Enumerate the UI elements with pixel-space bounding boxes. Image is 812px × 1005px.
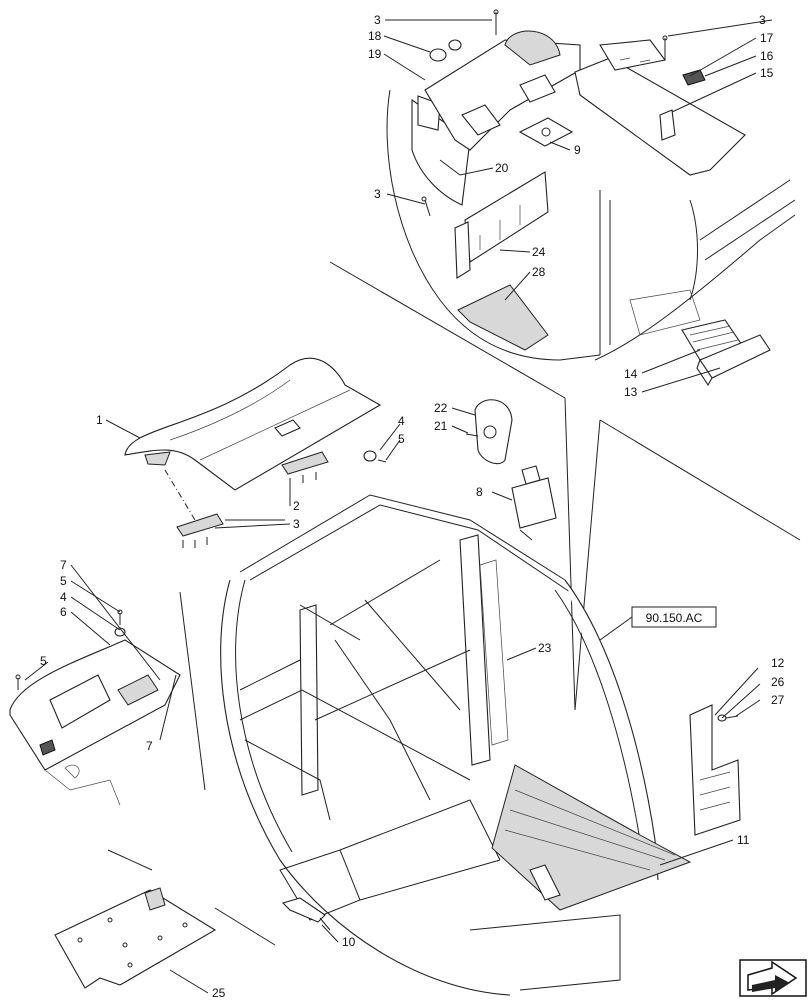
callout-2: 2 [293, 499, 300, 513]
callout-3: 3 [374, 187, 381, 201]
callout-3: 3 [293, 517, 300, 531]
next-page-arrow-icon[interactable] [739, 959, 807, 997]
callout-1: 1 [96, 413, 103, 427]
callout-26: 26 [771, 675, 785, 689]
callout-27: 27 [771, 693, 785, 707]
callout-4: 4 [60, 590, 67, 604]
callout-10: 10 [342, 935, 356, 949]
callout-11: 11 [737, 833, 750, 847]
callout-19: 19 [368, 47, 382, 61]
callout-17: 17 [760, 31, 774, 45]
callout-9: 9 [574, 143, 581, 157]
callout-22: 22 [434, 401, 448, 415]
callout-4: 4 [398, 414, 405, 428]
callout-5: 5 [60, 574, 67, 588]
callout-23: 23 [538, 641, 552, 655]
roof-panel [124, 357, 387, 548]
callout-18: 18 [368, 29, 382, 43]
callout-21: 21 [434, 419, 448, 433]
callout-numbers: 3 3 18 19 17 16 15 9 20 3 24 28 14 13 1 … [40, 13, 785, 1000]
callout-24: 24 [532, 245, 546, 259]
callout-5: 5 [40, 654, 47, 668]
callout-7: 7 [60, 558, 67, 572]
callout-20: 20 [495, 161, 509, 175]
lower-parts [54, 887, 331, 989]
callout-16: 16 [760, 49, 774, 63]
callout-3: 3 [374, 13, 381, 27]
callout-15: 15 [760, 66, 774, 80]
callout-14: 14 [624, 367, 638, 381]
callout-leaders [24, 19, 773, 994]
callout-8: 8 [476, 485, 483, 499]
callout-13: 13 [624, 385, 638, 399]
callout-3: 3 [759, 13, 766, 27]
callout-25: 25 [212, 986, 226, 1000]
callout-5: 5 [398, 432, 405, 446]
section-reference-label: 90.150.AC [646, 611, 703, 625]
upper-cab-view [386, 9, 796, 387]
callout-28: 28 [532, 265, 546, 279]
right-bracket [689, 704, 741, 836]
separator-lines [107, 261, 801, 946]
left-shelf [9, 609, 181, 806]
callout-12: 12 [771, 656, 785, 670]
callout-7: 7 [146, 739, 153, 753]
main-cab-frame [220, 399, 692, 996]
callout-6: 6 [60, 605, 67, 619]
section-reference[interactable]: 90.150.AC [599, 606, 717, 641]
